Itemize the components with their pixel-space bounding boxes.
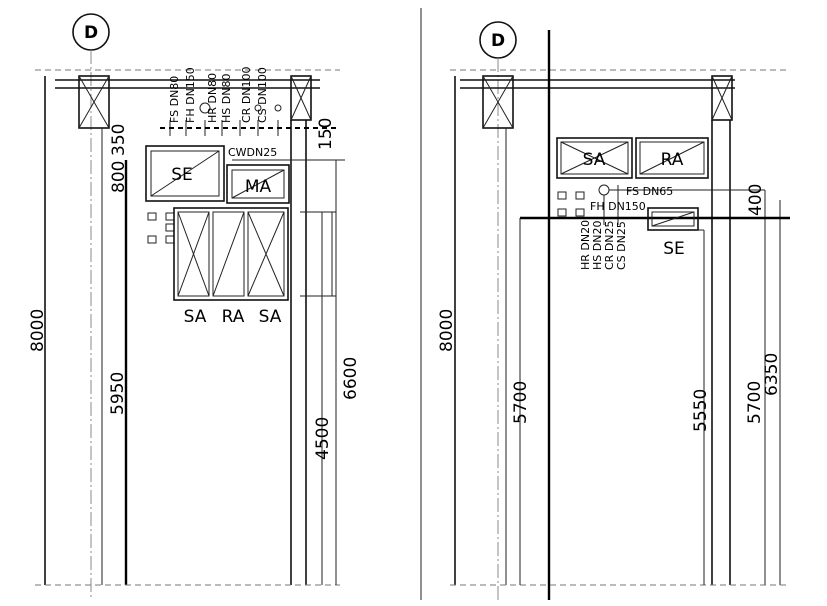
pipe-label: CR DN25 [603, 220, 616, 270]
pipe-label: HR DN80 [206, 73, 219, 123]
dim-5950: 5950 [108, 372, 128, 415]
pipe-label: CR DN100 [240, 66, 253, 123]
pipe-label: HS DN20 [591, 221, 604, 270]
ma-box-label: MA [245, 177, 272, 197]
column-right [711, 75, 733, 121]
pipe-label: FH DN150 [184, 67, 197, 123]
grid-bubble: D [72, 13, 110, 51]
unit-label-ra: RA [222, 307, 245, 327]
unit-label-sa: SA [259, 307, 282, 327]
dim-400: 400 [746, 184, 766, 216]
ma-unit-box: MA [226, 164, 290, 204]
grid-label: D [84, 23, 98, 43]
sa-unit-box: SA [556, 137, 633, 179]
right-plan: D SA [437, 21, 790, 600]
dim-bracket-right [300, 160, 337, 585]
column-left [482, 75, 514, 129]
dim-5550: 5550 [691, 389, 711, 432]
pipe-label: CS DN100 [256, 67, 269, 123]
grid-label: D [491, 31, 505, 51]
left-plan: D [28, 13, 361, 600]
dim-800: 800 [109, 161, 129, 193]
dim-8000: 8000 [28, 309, 48, 352]
dim-5700-right: 5700 [745, 381, 765, 424]
sa-box-label: SA [583, 150, 606, 170]
dim-350: 350 [109, 124, 129, 156]
dim-6350: 6350 [762, 353, 782, 396]
dim-150: 150 [316, 118, 336, 150]
se-unit-box [647, 207, 705, 585]
pipe-label: CS DN25 [615, 221, 628, 270]
fh-pipe-label: FH DN150 [590, 200, 646, 213]
column-right [290, 75, 312, 121]
valve-symbols [147, 212, 175, 244]
fs-pipe-label: FS DN65 [626, 185, 673, 198]
pipe-label: FS DN80 [168, 76, 181, 123]
dim-8000: 8000 [437, 309, 457, 352]
ra-unit-box: RA [635, 137, 709, 179]
se-box-label: SE [171, 165, 193, 185]
dim-4500: 4500 [313, 417, 333, 460]
column-left [78, 75, 110, 129]
valve-symbols [557, 191, 585, 217]
dim-5700-left: 5700 [511, 381, 531, 424]
cw-pipe-label: CWDN25 [228, 146, 277, 159]
grid-bubble: D [479, 21, 517, 59]
pipe-label: HR DN20 [579, 220, 592, 270]
dim-6600: 6600 [341, 357, 361, 400]
se-unit-box: SE [145, 145, 225, 202]
air-units-row [173, 207, 289, 301]
pipe-label-group: FS DN80 FH DN150 HR DN80 HS DN80 CR DN10… [168, 66, 269, 123]
se-box-label: SE [663, 239, 685, 259]
pipe-label: HS DN80 [220, 74, 233, 123]
unit-label-sa: SA [184, 307, 207, 327]
ra-box-label: RA [661, 150, 684, 170]
